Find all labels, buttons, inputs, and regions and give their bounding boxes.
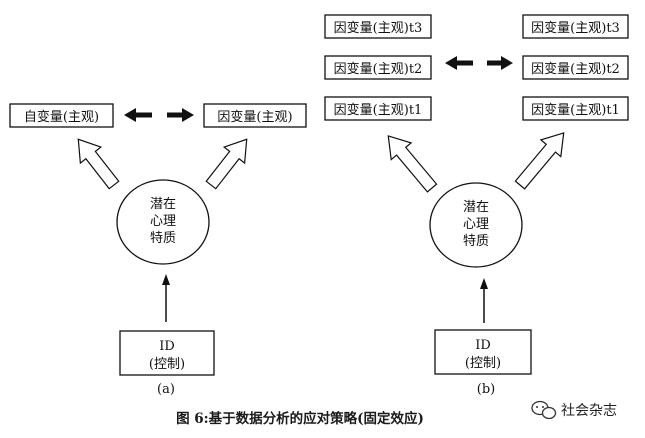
latent-trait-b-line-1: 潜在 xyxy=(463,200,489,215)
right-dependent-t1-box xyxy=(522,96,629,121)
panel-a-subtitle: (a) xyxy=(157,382,175,397)
control-label-b: (控制) xyxy=(465,356,501,371)
id-label-b: ID xyxy=(475,338,491,353)
latent-trait-line-3: 特质 xyxy=(150,231,176,246)
right-dependent-t3-label: 因变量(主观)t3 xyxy=(531,20,620,36)
latent-trait-line-2: 心理 xyxy=(150,214,176,229)
hollow-arrow-to-right-t1 xyxy=(514,132,565,190)
arrow-id-to-trait xyxy=(162,274,170,322)
id-label: ID xyxy=(159,339,175,354)
hollow-arrow-to-dependent xyxy=(205,138,248,190)
left-dependent-t1-label: 因变量(主观)t1 xyxy=(334,102,423,118)
left-dependent-t3-label: 因变量(主观)t3 xyxy=(334,20,423,36)
id-control-box xyxy=(119,330,215,376)
id-control-box-b xyxy=(434,329,532,375)
arrow-id-to-trait-b xyxy=(480,278,488,323)
bidirectional-dashed-arrow-b xyxy=(445,56,513,70)
panel-b-subtitle: (b) xyxy=(477,382,495,397)
right-dependent-t1-label: 因变量(主观)t1 xyxy=(531,102,620,118)
dependent-variable-box xyxy=(203,103,307,128)
panel-b: 因变量(主观)t3 因变量(主观)t2 因变量(主观)t1 因变量(主观)t3 … xyxy=(324,14,629,397)
figure-caption: 图 6:基于数据分析的应对策略(固定效应) xyxy=(176,410,424,427)
right-dependent-t2-label: 因变量(主观)t2 xyxy=(531,61,620,77)
left-dependent-t1-box xyxy=(324,96,432,121)
control-label: (控制) xyxy=(149,357,185,372)
latent-trait-b-line-2: 心理 xyxy=(463,217,489,232)
left-dependent-t2-label: 因变量(主观)t2 xyxy=(334,61,423,77)
dependent-variable-label: 因变量(主观) xyxy=(217,109,292,125)
watermark-text: 社会杂志 xyxy=(561,403,617,419)
right-dependent-t3-box xyxy=(522,14,629,39)
latent-trait-b-line-3: 特质 xyxy=(463,234,489,249)
wechat-chat-bubble-icon xyxy=(531,400,557,420)
hollow-arrow-to-left-t1 xyxy=(387,135,438,193)
right-dependent-t2-box xyxy=(522,55,629,80)
latent-trait-circle xyxy=(116,179,210,265)
independent-variable-box xyxy=(9,103,114,128)
independent-variable-label: 自变量(主观) xyxy=(24,109,99,125)
latent-trait-line-1: 潜在 xyxy=(150,197,176,212)
latent-trait-circle-b xyxy=(429,182,523,268)
watermark: 社会杂志 xyxy=(531,400,617,420)
left-dependent-t3-box xyxy=(324,14,432,39)
panel-a: 自变量(主观) 因变量(主观) 潜在 心理 特质 ID ( xyxy=(9,103,307,397)
hollow-arrow-to-independent xyxy=(77,138,120,190)
bidirectional-dashed-arrow xyxy=(124,108,194,122)
left-dependent-t2-box xyxy=(324,55,432,80)
